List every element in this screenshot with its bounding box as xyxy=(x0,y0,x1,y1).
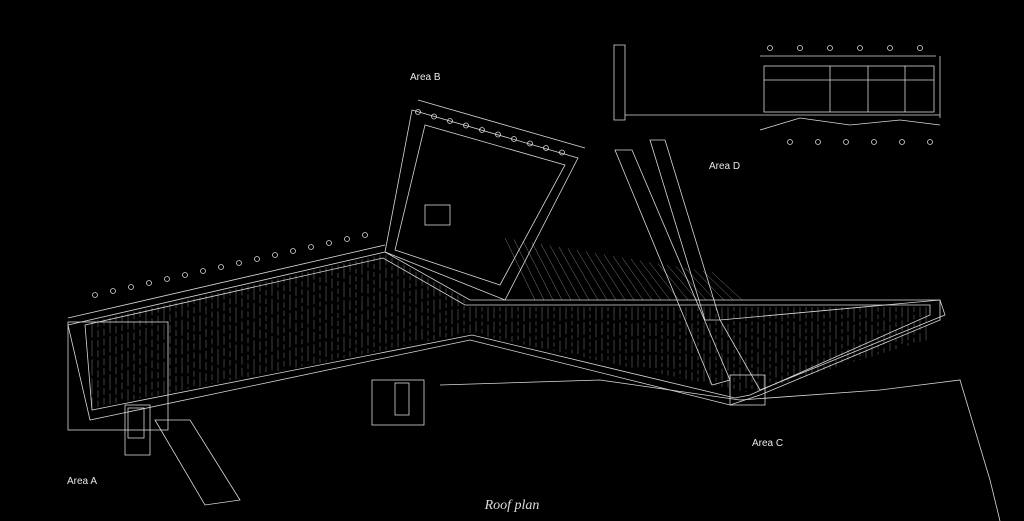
hatch-line xyxy=(684,267,716,301)
hatch-line xyxy=(675,266,707,301)
grid-marker xyxy=(927,139,933,145)
area-c-wing xyxy=(719,299,946,391)
grid-marker xyxy=(164,276,170,282)
area-d-label: Area D xyxy=(709,161,741,172)
grid-marker xyxy=(767,45,773,51)
area-b-label: Area B xyxy=(410,72,441,83)
grid-marker xyxy=(200,268,206,274)
area-c-label: Area C xyxy=(752,438,784,449)
grid-marker xyxy=(326,240,332,246)
grid-marker xyxy=(857,45,863,51)
hatch-line xyxy=(711,272,743,301)
dimension-line xyxy=(417,99,586,149)
roof-hatching xyxy=(91,237,927,408)
hatch-line xyxy=(576,249,608,301)
grid-marker xyxy=(236,260,242,266)
hatch-line xyxy=(648,261,680,301)
grid-marker xyxy=(511,136,517,142)
grid-marker xyxy=(899,139,905,145)
area-a-label: Area A xyxy=(67,476,98,487)
hatch-line xyxy=(693,269,725,301)
grid-marker xyxy=(182,272,188,278)
grid-marker xyxy=(431,113,437,120)
hatch-line xyxy=(531,242,563,301)
parking-bay xyxy=(371,379,425,426)
grid-marker xyxy=(415,109,421,115)
hatch-line xyxy=(612,255,644,301)
grid-marker xyxy=(463,122,469,129)
grid-marker xyxy=(787,139,793,145)
grid-marker xyxy=(815,139,821,145)
main-roof-outline xyxy=(67,251,941,421)
grid-marker xyxy=(887,45,893,51)
grid-marker xyxy=(344,236,350,242)
hatch-line xyxy=(666,264,698,301)
grid-marker xyxy=(110,288,116,294)
area-d-terrain xyxy=(759,117,941,131)
drawing-caption: Roof plan xyxy=(484,498,540,513)
grid-marker xyxy=(917,45,923,51)
plan-linework xyxy=(67,44,1001,521)
area-a-block xyxy=(67,321,169,431)
car-area-a xyxy=(127,407,145,439)
hatch-line xyxy=(567,248,599,301)
grid-marker xyxy=(527,140,533,147)
area-c-box xyxy=(729,374,766,406)
grid-marker xyxy=(218,264,224,270)
access-ramp xyxy=(614,149,731,386)
grid-marker xyxy=(447,118,453,124)
grid-marker xyxy=(543,145,549,151)
area-d-column xyxy=(613,44,626,121)
hatch-line xyxy=(639,260,671,301)
area-b-inner xyxy=(394,124,566,286)
hatch-line xyxy=(594,252,626,301)
hatch-line xyxy=(630,258,662,301)
area-a-ramp xyxy=(154,419,241,506)
grid-marker xyxy=(146,280,152,286)
area-d-elevation xyxy=(763,65,935,113)
grid-marker xyxy=(308,244,314,250)
hatch-line xyxy=(558,246,590,301)
grid-marker xyxy=(272,252,278,258)
hatch-line xyxy=(549,245,581,301)
grid-marker xyxy=(827,45,833,51)
hatch-line xyxy=(585,251,617,301)
grid-marker xyxy=(797,45,803,51)
area-a-stair-block xyxy=(124,404,151,456)
access-ramp-2 xyxy=(649,139,721,321)
hatch-line xyxy=(522,240,554,301)
area-b-building xyxy=(384,109,579,301)
hatch-line xyxy=(657,263,689,301)
hatch-line xyxy=(621,257,653,301)
grid-marker xyxy=(92,292,98,298)
grid-marker xyxy=(362,232,368,238)
grid-marker xyxy=(254,256,260,262)
grid-marker xyxy=(495,131,501,138)
area-b-void xyxy=(424,204,451,226)
terrain-contour xyxy=(439,379,1001,521)
grid-marker xyxy=(479,127,485,133)
dimension-line xyxy=(67,244,386,319)
grid-marker xyxy=(290,248,296,254)
hatch-line xyxy=(513,239,545,301)
car-main xyxy=(394,382,410,416)
grid-marker xyxy=(128,284,134,290)
grid-marker xyxy=(871,139,877,145)
main-roof-inner-outline xyxy=(84,257,931,411)
hatch-line xyxy=(504,237,536,301)
grid-marker xyxy=(559,149,565,156)
hatch-line xyxy=(702,270,734,301)
hatch-line xyxy=(540,243,572,301)
hatch-line xyxy=(603,254,635,301)
grid-marker xyxy=(843,139,849,145)
